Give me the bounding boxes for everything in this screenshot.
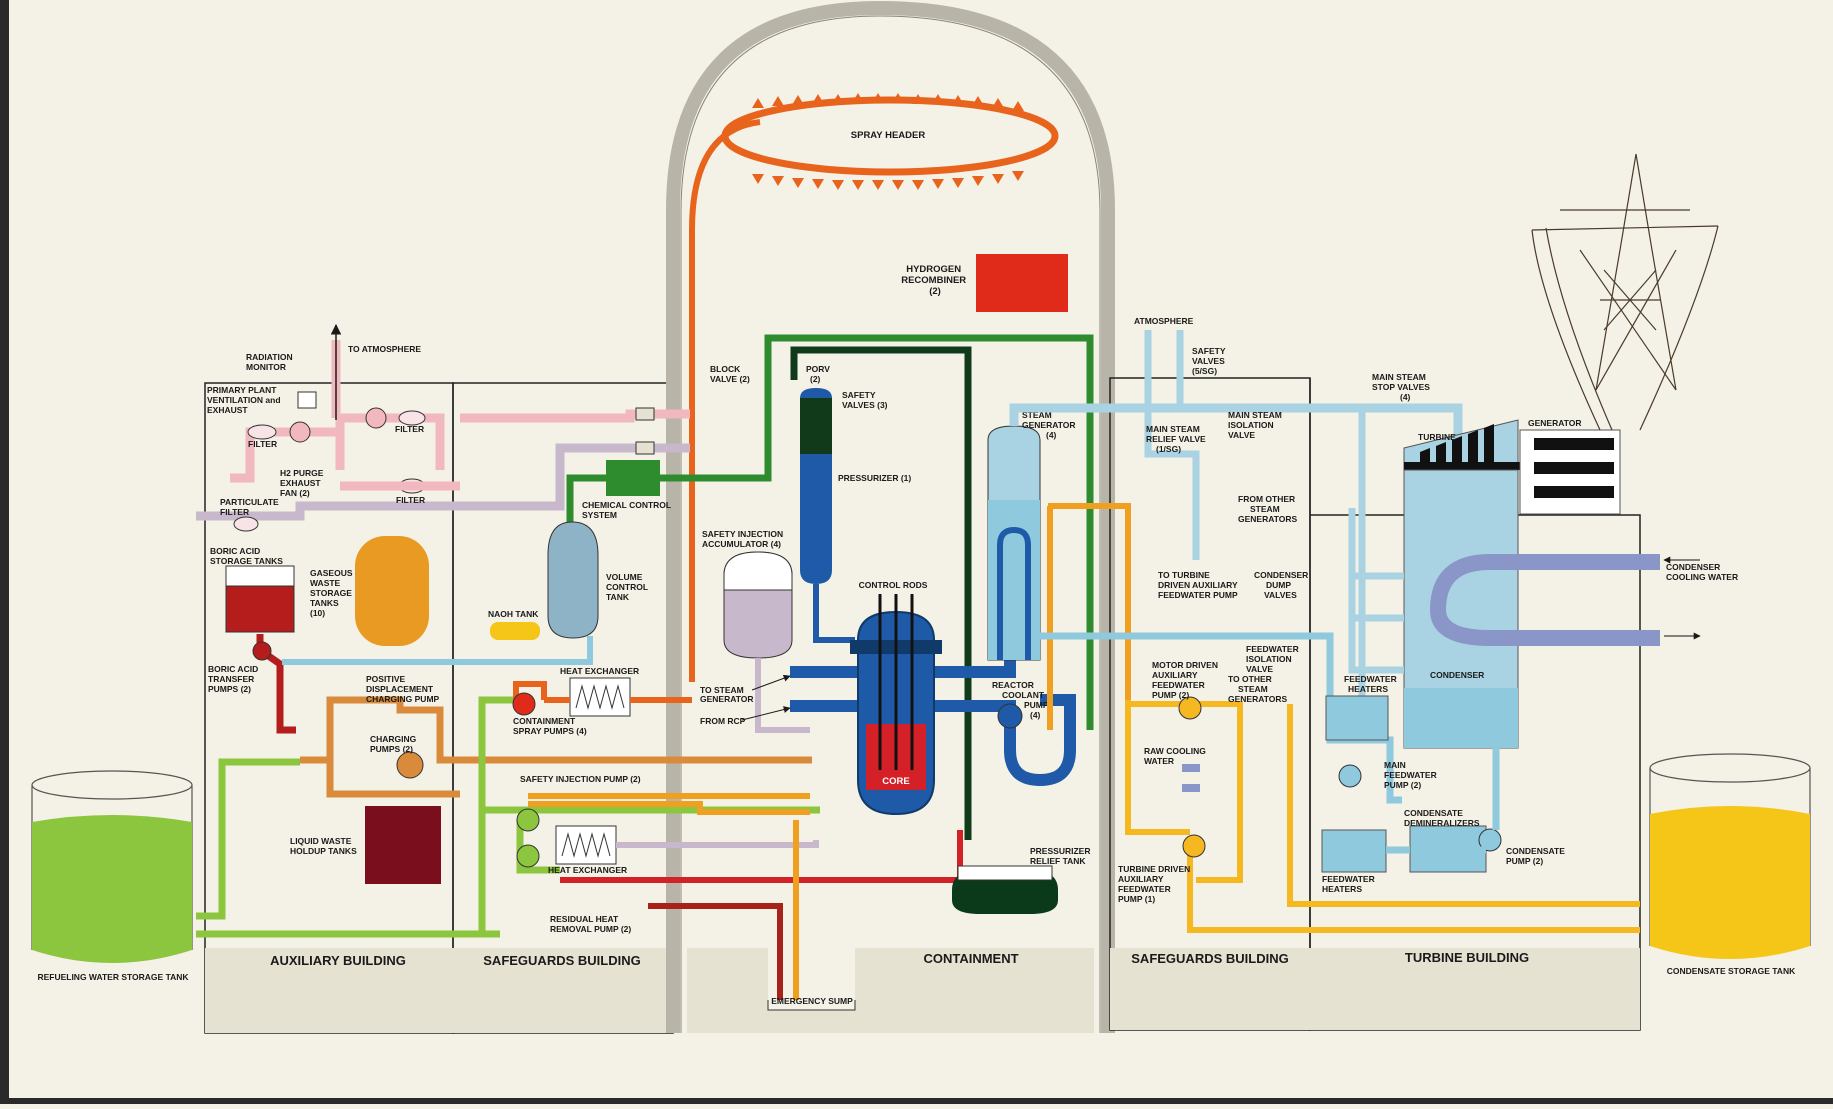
pressurizer-steam-space <box>800 398 832 454</box>
generator-label: GENERATOR <box>1528 418 1582 428</box>
condensate-storage-label: CONDENSATE STORAGE TANK <box>1667 966 1796 976</box>
charging-pump <box>397 752 423 778</box>
bottom-border <box>0 1098 1833 1104</box>
safety-injection-pump <box>517 809 539 831</box>
condensate-tank-water <box>1650 806 1810 959</box>
generator-bar-3 <box>1534 486 1614 498</box>
emergency-sump-label: EMERGENCY SUMP <box>771 996 853 1006</box>
generator-bar-1 <box>1534 438 1614 450</box>
filter-left <box>248 425 276 439</box>
si-accumulator-label: SAFETY INJECTION ACCUMULATOR (4) <box>702 529 785 549</box>
spray-header-label: SPRAY HEADER <box>851 130 926 141</box>
si-accumulator-top <box>724 552 792 590</box>
volume-control-tank <box>548 522 598 638</box>
feedwater-heaters-bottom <box>1322 830 1386 872</box>
motor-driven-aux-pump <box>1179 697 1201 719</box>
reactor-coolant-pump <box>998 704 1022 728</box>
filter-mid <box>399 411 425 425</box>
residual-heat-label: RESIDUAL HEAT REMOVAL PUMP (2) <box>550 914 631 934</box>
safeguards-left-label: SAFEGUARDS BUILDING <box>483 953 640 968</box>
left-border <box>0 0 9 1104</box>
liquid-waste-label: LIQUID WASTE HOLDUP TANKS <box>290 836 357 856</box>
heat-exchanger-top-label: HEAT EXCHANGER <box>560 666 639 676</box>
to-steam-generator-label: TO STEAM GENERATOR <box>700 685 754 704</box>
raw-cooling-pipe-1 <box>1182 764 1200 772</box>
vent-fan-left <box>290 422 310 442</box>
refueling-tank-label: REFUELING WATER STORAGE TANK <box>37 972 189 982</box>
condensate-demineralizers <box>1410 826 1486 872</box>
from-rcp-label: FROM RCP <box>700 716 746 726</box>
filter-left-label: FILTER <box>248 439 277 449</box>
auxiliary-building-label: AUXILIARY BUILDING <box>270 953 406 968</box>
naoh-tank <box>490 622 540 640</box>
safeguards-right-label: SAFEGUARDS BUILDING <box>1131 951 1288 966</box>
naoh-tank-label: NAOH TANK <box>488 609 539 619</box>
containment-spray-label: CONTAINMENT SPRAY PUMPS (4) <box>513 716 587 736</box>
vent-fan-mid <box>366 408 386 428</box>
hydrogen-recombiner <box>976 254 1068 312</box>
liquid-waste-tank <box>365 806 441 884</box>
residual-heat-pump <box>517 845 539 867</box>
boric-acid-storage-top <box>226 566 294 586</box>
relief-tank-top <box>958 866 1052 880</box>
safety-injection-pump-label: SAFETY INJECTION PUMP (2) <box>520 774 641 784</box>
condenser-hotwell <box>1404 688 1518 748</box>
atmosphere-label: ATMOSPHERE <box>1134 316 1194 326</box>
filter-mid-label: FILTER <box>395 424 424 434</box>
gaseous-waste-tank <box>355 536 429 646</box>
radiation-monitor <box>298 392 316 408</box>
turbine-driven-aux-pump <box>1183 835 1205 857</box>
raw-cooling-pipe-2 <box>1182 784 1200 792</box>
vent-valve-pair-2 <box>636 442 654 454</box>
control-rods-label: CONTROL RODS <box>859 580 928 590</box>
main-feedwater-pump <box>1339 765 1361 787</box>
particulate-filter <box>234 517 258 531</box>
heat-exchanger-bottom-label: HEAT EXCHANGER <box>548 865 627 875</box>
sg-water <box>988 500 1040 660</box>
boric-acid-transfer-pump <box>253 642 271 660</box>
containment-label: CONTAINMENT <box>923 951 1018 966</box>
vent-valve-pair-1 <box>636 408 654 420</box>
pressurizer-relief-label: PRESSURIZER RELIEF TANK <box>1030 846 1093 866</box>
containment-floor <box>687 948 1094 1033</box>
core-label: CORE <box>882 776 909 787</box>
feedwater-heaters-top <box>1326 696 1388 740</box>
charging-pumps-label: CHARGING PUMPS (2) <box>370 734 419 754</box>
condenser-label: CONDENSER <box>1430 670 1484 680</box>
generator-bar-2 <box>1534 462 1614 474</box>
pressurizer-label: PRESSURIZER (1) <box>838 473 911 483</box>
turbine-label: TURBINE <box>1418 432 1456 442</box>
chemical-control-system <box>606 460 660 496</box>
refueling-tank-water <box>32 815 192 963</box>
to-atmosphere-label: TO ATMOSPHERE <box>348 344 421 354</box>
containment-spray-pump <box>513 693 535 715</box>
turbine-building-label: TURBINE BUILDING <box>1405 950 1529 965</box>
filter-lower-label: FILTER <box>396 495 425 505</box>
